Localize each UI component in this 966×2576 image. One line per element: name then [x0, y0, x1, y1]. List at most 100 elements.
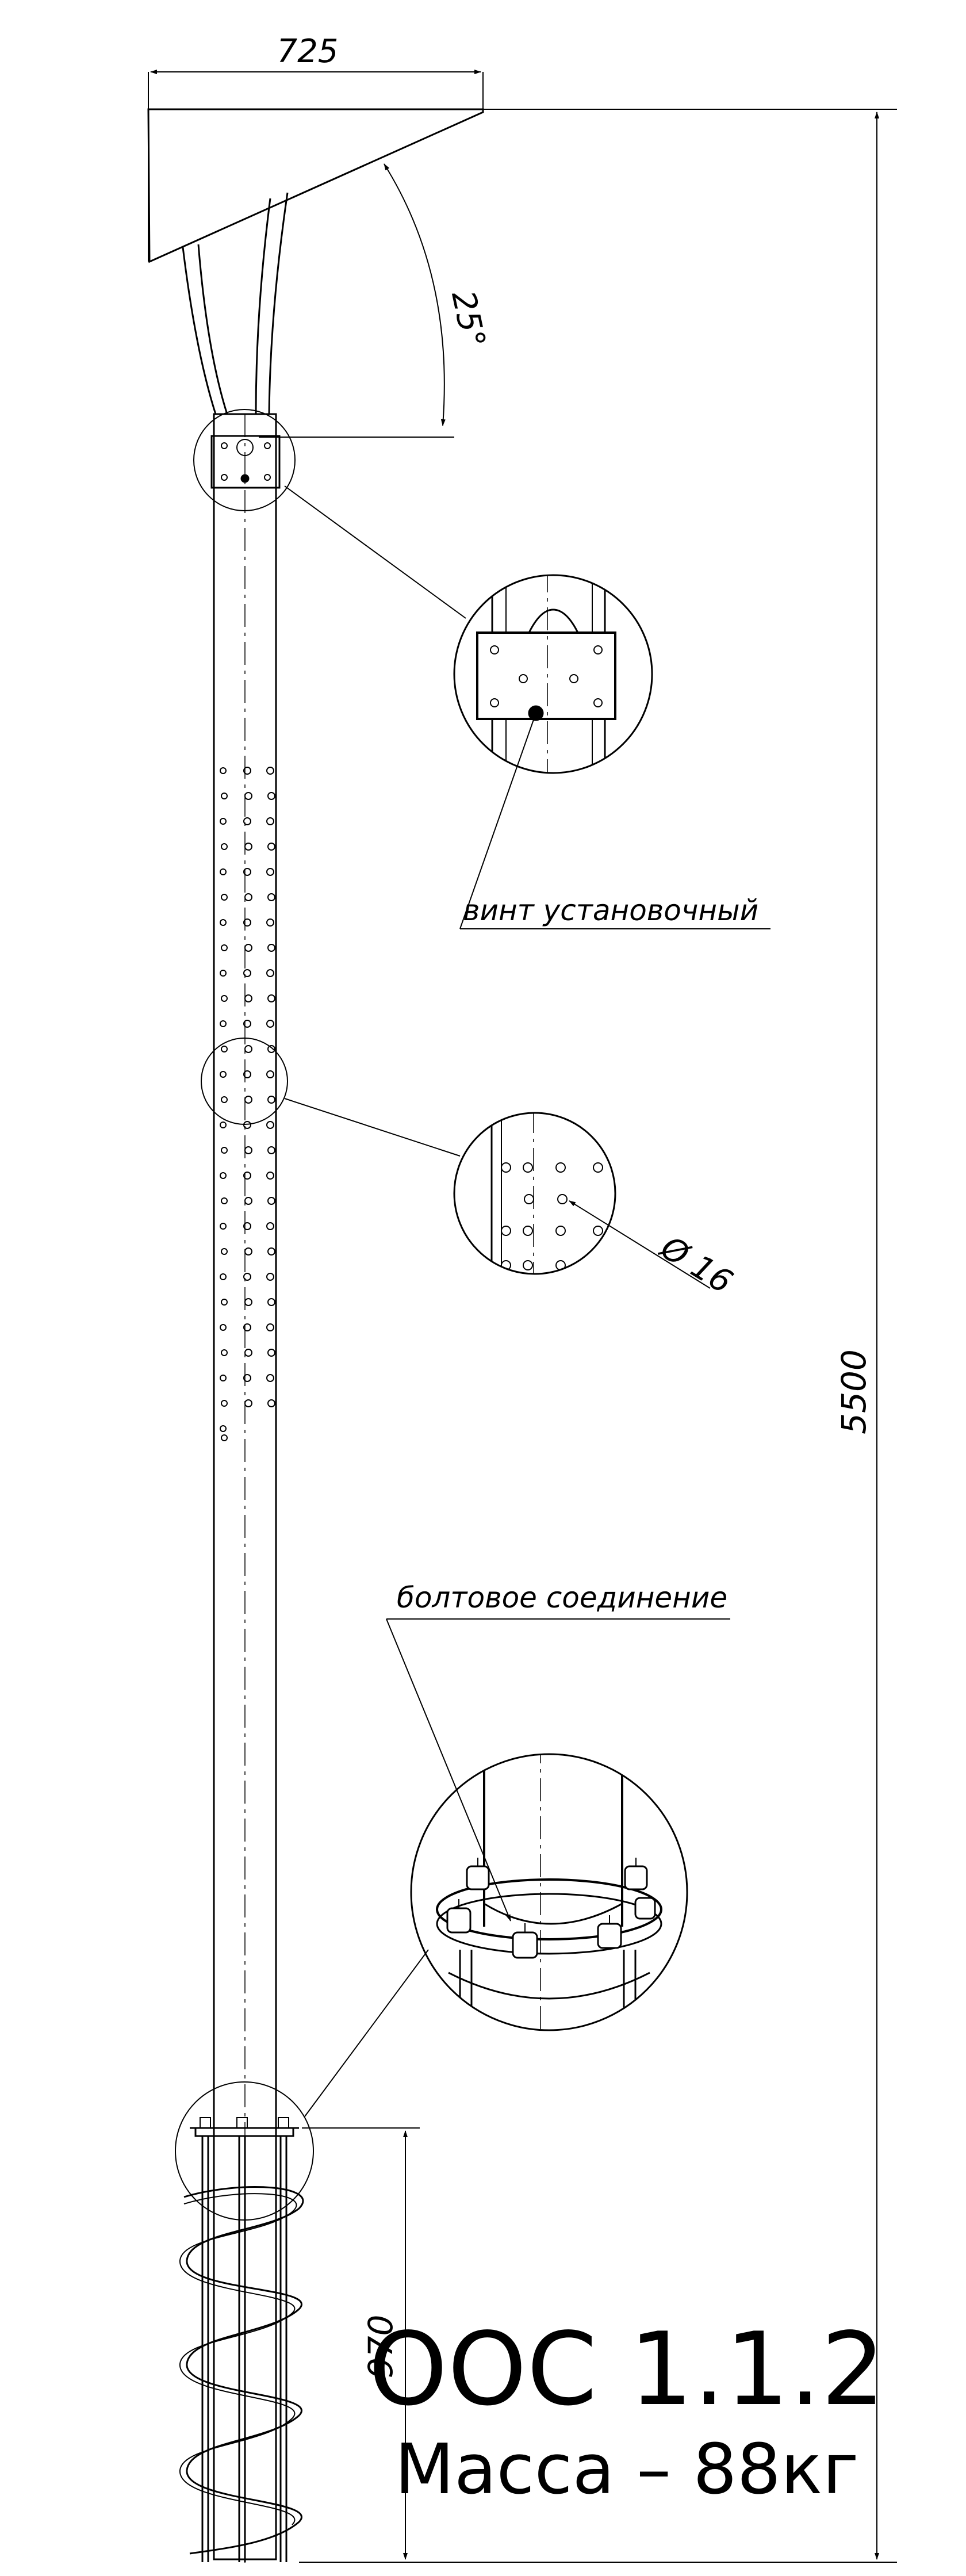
perforation-hole [267, 1146, 275, 1154]
perforation-hole [220, 1324, 227, 1331]
embed-depth-label: 970 [361, 2315, 400, 2379]
perforation-hole [266, 1273, 274, 1281]
perforation-hole [221, 843, 228, 850]
perforation-hole [244, 944, 252, 952]
perforation-hole [244, 1399, 252, 1407]
perforation-hole [266, 1374, 274, 1382]
model-title: ООС 1.1.2 [369, 2311, 885, 2428]
perforation-hole [244, 994, 252, 1002]
perforation-hole [220, 767, 227, 774]
perforation-hole [244, 1247, 252, 1256]
perforation-hole [220, 919, 227, 926]
perforation-hole [220, 1273, 227, 1280]
perforation-hole [221, 1147, 228, 1154]
perforation-hole [244, 1096, 252, 1104]
perforation-hole [221, 1400, 228, 1407]
perforation-hole [244, 1349, 252, 1357]
perforation-hole [221, 1046, 228, 1052]
pole-perforation [220, 767, 275, 1441]
perforation-hole [266, 1121, 274, 1129]
perforation-hole [267, 843, 275, 851]
foundation-cage [179, 2117, 304, 2562]
total-height-label: 5500 [834, 1349, 873, 1434]
perforation-hole [243, 1222, 251, 1230]
perforation-hole [244, 1197, 252, 1205]
perforation-hole [267, 792, 275, 800]
perforation-hole [244, 1298, 252, 1306]
perforation-hole [220, 1375, 227, 1381]
perforation-hole [266, 1222, 274, 1230]
perforation-hole [221, 1248, 228, 1255]
total-height-dimension: 5500 [299, 109, 897, 2563]
perforation-hole [243, 1374, 251, 1382]
perforation-hole [267, 994, 275, 1002]
detail-marker-holes [201, 1038, 288, 1125]
perforation-hole [267, 1045, 275, 1053]
perforation-hole [243, 1273, 251, 1281]
detail-clamp: винт установочный [453, 574, 770, 929]
mass-label: Масса – 88кг [394, 2430, 858, 2510]
perforation-hole [266, 969, 274, 977]
perforation-hole [244, 1146, 252, 1154]
perforation-hole [267, 1247, 275, 1256]
perforation-hole [266, 1070, 274, 1078]
arm-length-dimension: 725 [150, 33, 481, 74]
perforation-hole [220, 818, 227, 825]
perforation-hole [243, 817, 251, 825]
perforation-hole [266, 817, 274, 825]
perforation-hole [243, 1323, 251, 1331]
perforation-hole [221, 944, 228, 951]
arm-angle-label: 25° [444, 288, 492, 351]
perforation-hole [243, 1020, 251, 1028]
perforation-hole [221, 1349, 228, 1356]
perforation-hole [266, 1172, 274, 1180]
perforation-hole [243, 868, 251, 876]
perforation-hole [267, 944, 275, 952]
set-screw-label: винт установочный [463, 894, 758, 927]
perforation-hole [243, 969, 251, 977]
perforation-hole [220, 1020, 227, 1027]
perforation-hole [267, 1197, 275, 1205]
perforation-hole [221, 793, 228, 799]
perforation-hole [220, 1071, 227, 1078]
perforation-hole [220, 970, 227, 977]
perforation-hole [220, 868, 227, 875]
arm-angle-dimension: 25° [259, 163, 492, 438]
perforation-hole [266, 1020, 274, 1028]
perforation-hole [266, 767, 274, 775]
detail-marker-clamp [193, 409, 296, 511]
detail-holes: Ø 16 [453, 1112, 739, 1302]
perforation-hole [243, 767, 251, 775]
perforation-hole [244, 893, 252, 901]
perforation-hole [266, 868, 274, 876]
perforation-hole [221, 894, 228, 901]
perforation-hole [244, 1045, 252, 1053]
perforation-hole [220, 1425, 227, 1432]
perforation-hole [267, 1349, 275, 1357]
perforation-hole [243, 1070, 251, 1078]
perforation-hole [220, 1122, 227, 1128]
perforation-hole [243, 918, 251, 927]
hole-diameter-label: Ø 16 [653, 1228, 739, 1302]
perforation-hole [221, 1299, 228, 1306]
perforation-hole [221, 995, 228, 1002]
perforation-hole [267, 1096, 275, 1104]
perforation-hole [244, 843, 252, 851]
perforation-hole [220, 1172, 227, 1179]
arm-length-label: 725 [277, 33, 339, 70]
perforation-hole [267, 1399, 275, 1407]
perforation-hole [244, 792, 252, 800]
perforation-hole [243, 1121, 251, 1129]
perforation-hole [220, 1223, 227, 1230]
bolt-joint-label: болтовое соединение [397, 1581, 727, 1614]
lamp-arm [147, 72, 484, 415]
embed-depth-dimension: 970 [302, 2127, 420, 2560]
perforation-hole [243, 1172, 251, 1180]
perforation-hole [267, 1298, 275, 1306]
perforation-hole [266, 1323, 274, 1331]
perforation-hole [266, 918, 274, 927]
detail-bolt-joint: болтовое соединение [386, 1581, 730, 2031]
perforation-hole [221, 1096, 228, 1103]
perforation-hole [267, 893, 275, 901]
